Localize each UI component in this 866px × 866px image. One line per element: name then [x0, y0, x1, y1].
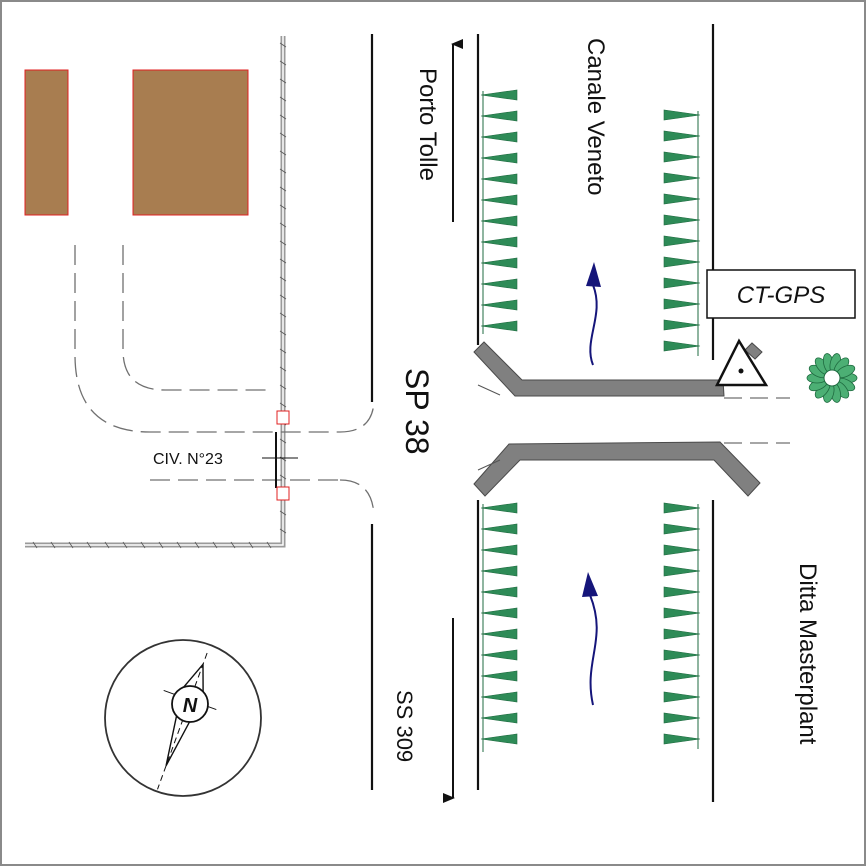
north-arrow-icon: N [104, 639, 262, 797]
tree-icon [480, 215, 518, 227]
tree-icon [663, 502, 701, 514]
tree-icon [663, 109, 701, 121]
triangle-benchmark-icon [714, 338, 769, 387]
tree-icon [480, 320, 518, 332]
tree-icon [480, 691, 518, 703]
tree-icon [480, 278, 518, 290]
building-large [132, 69, 249, 216]
tree-icon [663, 712, 701, 724]
tree-icon [663, 130, 701, 142]
tree-icon [480, 523, 518, 535]
tree-icon [663, 340, 701, 352]
tree-icon [480, 236, 518, 248]
tree-icon [480, 712, 518, 724]
tree-icon [480, 89, 518, 101]
bridge-culvert [473, 341, 763, 497]
tree-icon [480, 628, 518, 640]
tree-icon [663, 172, 701, 184]
tree-icon [663, 733, 701, 745]
tree-icon [480, 565, 518, 577]
tree-icon [663, 607, 701, 619]
tree-icon [480, 544, 518, 556]
tree-icon [663, 319, 701, 331]
tree-icon [480, 110, 518, 122]
tree-icon [663, 586, 701, 598]
tree-row-left-bottom [480, 502, 518, 752]
station-label: CT-GPS [737, 282, 825, 309]
tree-icon [663, 523, 701, 535]
tree-icon [663, 649, 701, 661]
tree-icon [480, 257, 518, 269]
property-fence [25, 36, 287, 549]
tree-icon [663, 565, 701, 577]
building-small [24, 69, 69, 216]
tree-icon [480, 586, 518, 598]
road-main-label: SP 38 [399, 368, 435, 455]
tree-icon [663, 214, 701, 226]
civic-number-gate [262, 410, 298, 501]
tree-icon [480, 607, 518, 619]
tree-icon [663, 691, 701, 703]
canal-flow-arrow-top [586, 262, 601, 366]
tree-icon [480, 733, 518, 745]
tree-icon [663, 670, 701, 682]
shrub-icon [806, 353, 858, 403]
tree-icon [480, 194, 518, 206]
tree-icon [663, 628, 701, 640]
tree-row-left-top [480, 89, 518, 334]
tree-icon [480, 131, 518, 143]
tree-icon [480, 152, 518, 164]
tree-icon [663, 298, 701, 310]
company-label: Ditta Masterplant [794, 563, 821, 745]
tree-icon [663, 256, 701, 268]
road-south-label: SS 309 [392, 690, 417, 762]
tree-icon [480, 670, 518, 682]
tree-icon [663, 151, 701, 163]
tree-icon [480, 299, 518, 311]
tree-icon [663, 193, 701, 205]
tree-icon [480, 173, 518, 185]
tree-icon [663, 544, 701, 556]
tree-icon [480, 502, 518, 514]
station-label-box [706, 269, 856, 319]
canal-label: Canale Veneto [582, 38, 609, 195]
canal-crossing-dashes [724, 397, 790, 444]
tree-icon [480, 649, 518, 661]
road-north-label: Porto Tolle [414, 68, 441, 181]
house-number-label: CIV. N°23 [153, 451, 223, 468]
tree-row-right-top [663, 109, 701, 356]
driveway [74, 245, 375, 516]
tree-row-right-bottom [663, 502, 701, 749]
canal-flow-arrow-bottom [582, 572, 598, 706]
tree-icon [663, 277, 701, 289]
north-label: N [183, 695, 198, 717]
tree-icon [663, 235, 701, 247]
